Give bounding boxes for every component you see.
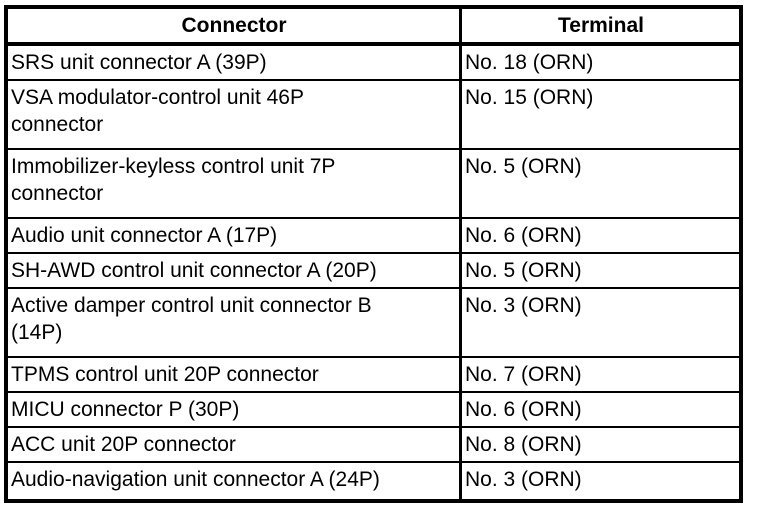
table-row: VSA modulator-control unit 46P connector… bbox=[8, 81, 739, 150]
table-row: MICU connector P (30P) No. 6 (ORN) bbox=[8, 393, 739, 428]
connector-cell: Audio unit connector A (17P) bbox=[8, 219, 462, 252]
table-row: ACC unit 20P connector No. 8 (ORN) bbox=[8, 428, 739, 463]
connector-cell: MICU connector P (30P) bbox=[8, 393, 462, 426]
terminal-cell: No. 6 (ORN) bbox=[465, 224, 582, 247]
connector-cell: SRS unit connector A (39P) bbox=[8, 46, 462, 79]
connector-cell: VSA modulator-control unit 46P connector bbox=[8, 81, 462, 148]
table-header-row: Connector Terminal bbox=[8, 9, 739, 46]
terminal-cell: No. 5 (ORN) bbox=[465, 259, 582, 282]
connector-column-header: Connector bbox=[8, 9, 462, 42]
terminal-cell: No. 7 (ORN) bbox=[465, 363, 582, 386]
terminal-column-header: Terminal bbox=[558, 14, 644, 37]
connector-cell: Active damper control unit connector B (… bbox=[8, 289, 462, 356]
table-row: SH-AWD control unit connector A (20P) No… bbox=[8, 254, 739, 289]
connector-terminal-table: Connector Terminal SRS unit connector A … bbox=[4, 5, 743, 503]
terminal-cell: No. 8 (ORN) bbox=[465, 433, 582, 456]
table-row: Audio unit connector A (17P) No. 6 (ORN) bbox=[8, 219, 739, 254]
terminal-cell: No. 15 (ORN) bbox=[465, 86, 594, 109]
connector-cell: SH-AWD control unit connector A (20P) bbox=[8, 254, 462, 287]
connector-cell: Immobilizer-keyless control unit 7P conn… bbox=[8, 150, 462, 217]
terminal-cell: No. 3 (ORN) bbox=[465, 468, 582, 491]
table-row: SRS unit connector A (39P) No. 18 (ORN) bbox=[8, 46, 739, 81]
terminal-cell: No. 18 (ORN) bbox=[465, 51, 594, 74]
connector-cell: TPMS control unit 20P connector bbox=[8, 358, 462, 391]
table-row: TPMS control unit 20P connector No. 7 (O… bbox=[8, 358, 739, 393]
terminal-cell: No. 6 (ORN) bbox=[465, 398, 582, 421]
terminal-cell: No. 3 (ORN) bbox=[465, 294, 582, 317]
table-row: Active damper control unit connector B (… bbox=[8, 289, 739, 358]
table-row: Audio-navigation unit connector A (24P) … bbox=[8, 463, 739, 499]
connector-cell: ACC unit 20P connector bbox=[8, 428, 462, 461]
table-row: Immobilizer-keyless control unit 7P conn… bbox=[8, 150, 739, 219]
connector-cell: Audio-navigation unit connector A (24P) bbox=[8, 463, 462, 499]
terminal-cell: No. 5 (ORN) bbox=[465, 155, 582, 178]
